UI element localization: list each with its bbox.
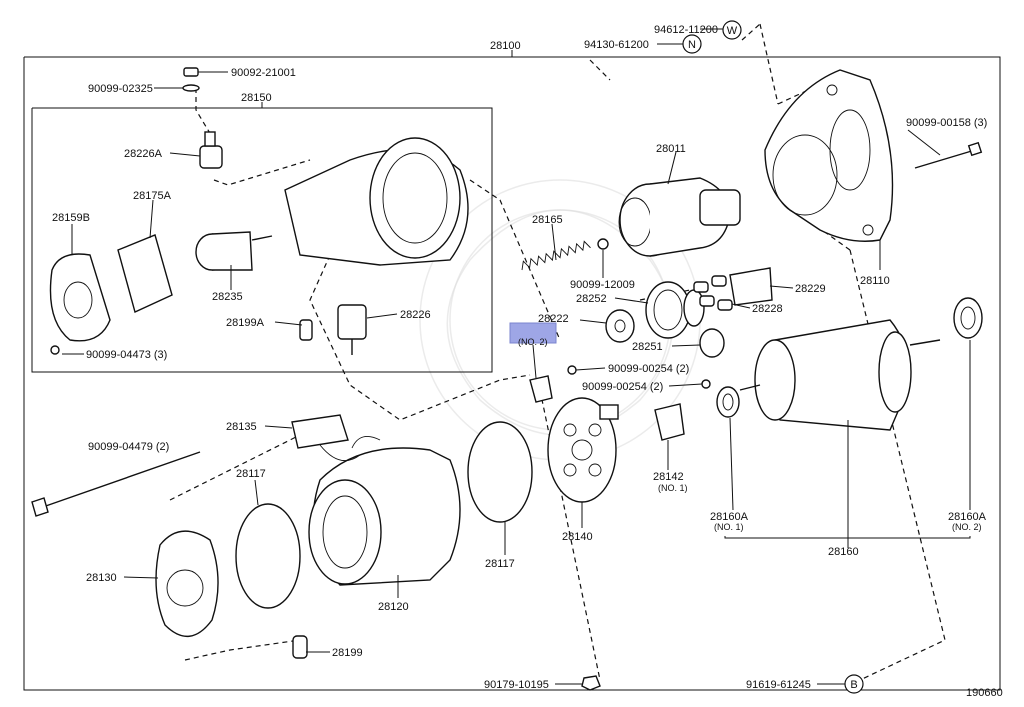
washer-28222 [605, 309, 635, 343]
terminal-28226A [199, 131, 223, 169]
label-28011: 28011 [656, 143, 686, 155]
armature-28160 [739, 319, 941, 431]
rollers-28228 [693, 275, 733, 311]
label-28160A-no2-sub: (NO. 2) [952, 522, 982, 532]
o-ring-28117-left [235, 503, 301, 609]
label-90099-00254-b: 90099-00254 (2) [582, 381, 663, 393]
label-28226: 28226 [400, 309, 431, 321]
boot-28199 [292, 635, 308, 659]
long-bolt-90099-04479 [31, 451, 201, 517]
label-28160: 28160 [828, 546, 859, 558]
label-94612-11200: 94612-11200 [654, 24, 718, 36]
label-91619-61245: 91619-61245 [746, 679, 811, 691]
terminal-28226 [337, 304, 367, 355]
label-28235: 28235 [212, 291, 243, 303]
label-28117-right: 28117 [485, 558, 515, 570]
part-labels: 28100 94612-11200 94130-61200 90092-2100… [52, 24, 1003, 699]
lead-wire-28135 [291, 414, 361, 462]
label-28159B: 28159B [52, 212, 90, 224]
drive-housing-28110 [764, 69, 894, 242]
label-28160A-no2: 28160A [948, 511, 987, 523]
svg-text:N: N [688, 39, 696, 51]
bearing-28160A-no2 [953, 297, 983, 339]
label-28142: 28142 [653, 471, 684, 483]
label-90099-12009: 90099-12009 [570, 279, 635, 291]
label-28160A-no1-sub: (NO. 1) [714, 522, 744, 532]
assembly-box-28150 [31, 102, 493, 373]
end-frame-28130 [155, 530, 219, 638]
label-28252: 28252 [576, 293, 607, 305]
label-28165: 28165 [532, 214, 563, 226]
label-28110: 28110 [860, 275, 890, 287]
assembly-box-28100 [23, 50, 1001, 691]
plunger-28235 [195, 231, 273, 271]
label-28135: 28135 [226, 421, 257, 433]
screw-90099-04473 [50, 345, 60, 355]
washer-90099-02325 [182, 84, 200, 92]
leader-lines [62, 28, 971, 685]
o-ring-28117-right [467, 421, 533, 523]
idle-gear-28252 [645, 281, 705, 339]
solenoid-housing [284, 137, 469, 266]
svg-text:W: W [727, 25, 738, 37]
callout-n: N [682, 34, 702, 54]
nut-90092-21001 [183, 67, 199, 77]
highlight-marker [509, 322, 557, 344]
label-94130-61200: 94130-61200 [584, 39, 649, 51]
label-90099-00254-a: 90099-00254 (2) [608, 363, 689, 375]
label-no2-brush: (NO. 2) [518, 337, 548, 347]
label-28229: 28229 [795, 283, 826, 295]
callout-w: W [722, 20, 742, 40]
screw-90099-00254-b [701, 379, 711, 389]
diagram-id: 190660 [966, 687, 1003, 699]
bolt-90099-00158 [914, 141, 983, 169]
cover-28159B [49, 253, 111, 342]
label-28226A: 28226A [124, 148, 163, 160]
label-90179-10195: 90179-10195 [484, 679, 549, 691]
label-90099-00158: 90099-00158 (3) [906, 117, 987, 129]
callout-b: B [844, 674, 864, 694]
label-28142-no1: (NO. 1) [658, 483, 688, 493]
svg-text:B: B [850, 679, 857, 691]
retainer-28229 [729, 267, 773, 306]
contact-28199A [299, 319, 313, 341]
bearing-28160A-no1 [716, 386, 740, 418]
label-28140: 28140 [562, 531, 593, 543]
ball-90099-12009 [597, 238, 609, 250]
label-90099-04479: 90099-04479 (2) [88, 441, 169, 453]
label-28117-left: 28117 [236, 468, 266, 480]
yoke-28120 [308, 435, 461, 586]
spring-28165 [521, 240, 591, 271]
label-90099-04473: 90099-04473 (3) [86, 349, 167, 361]
label-28199: 28199 [332, 647, 363, 659]
label-28199A: 28199A [226, 317, 265, 329]
starter-clutch-28011 [618, 177, 741, 257]
label-90092-21001: 90092-21001 [231, 67, 296, 79]
brush-28142 [654, 403, 685, 441]
label-28160A-no1: 28160A [710, 511, 749, 523]
gasket-28175A [117, 234, 173, 313]
nut-90179-10195 [581, 675, 601, 691]
label-28100: 28100 [490, 40, 521, 52]
screw-90099-00254-a [567, 365, 577, 375]
label-28120: 28120 [378, 601, 409, 613]
gear-28251 [699, 328, 725, 358]
brush-holder-28140 [547, 397, 619, 503]
label-28175A: 28175A [133, 190, 172, 202]
label-28130: 28130 [86, 572, 117, 584]
label-28150: 28150 [241, 92, 272, 104]
label-28228: 28228 [752, 303, 783, 315]
brush-no2 [529, 375, 553, 403]
label-28251: 28251 [632, 341, 663, 353]
label-90099-02325: 90099-02325 [88, 83, 153, 95]
label-28222: 28222 [538, 313, 569, 325]
